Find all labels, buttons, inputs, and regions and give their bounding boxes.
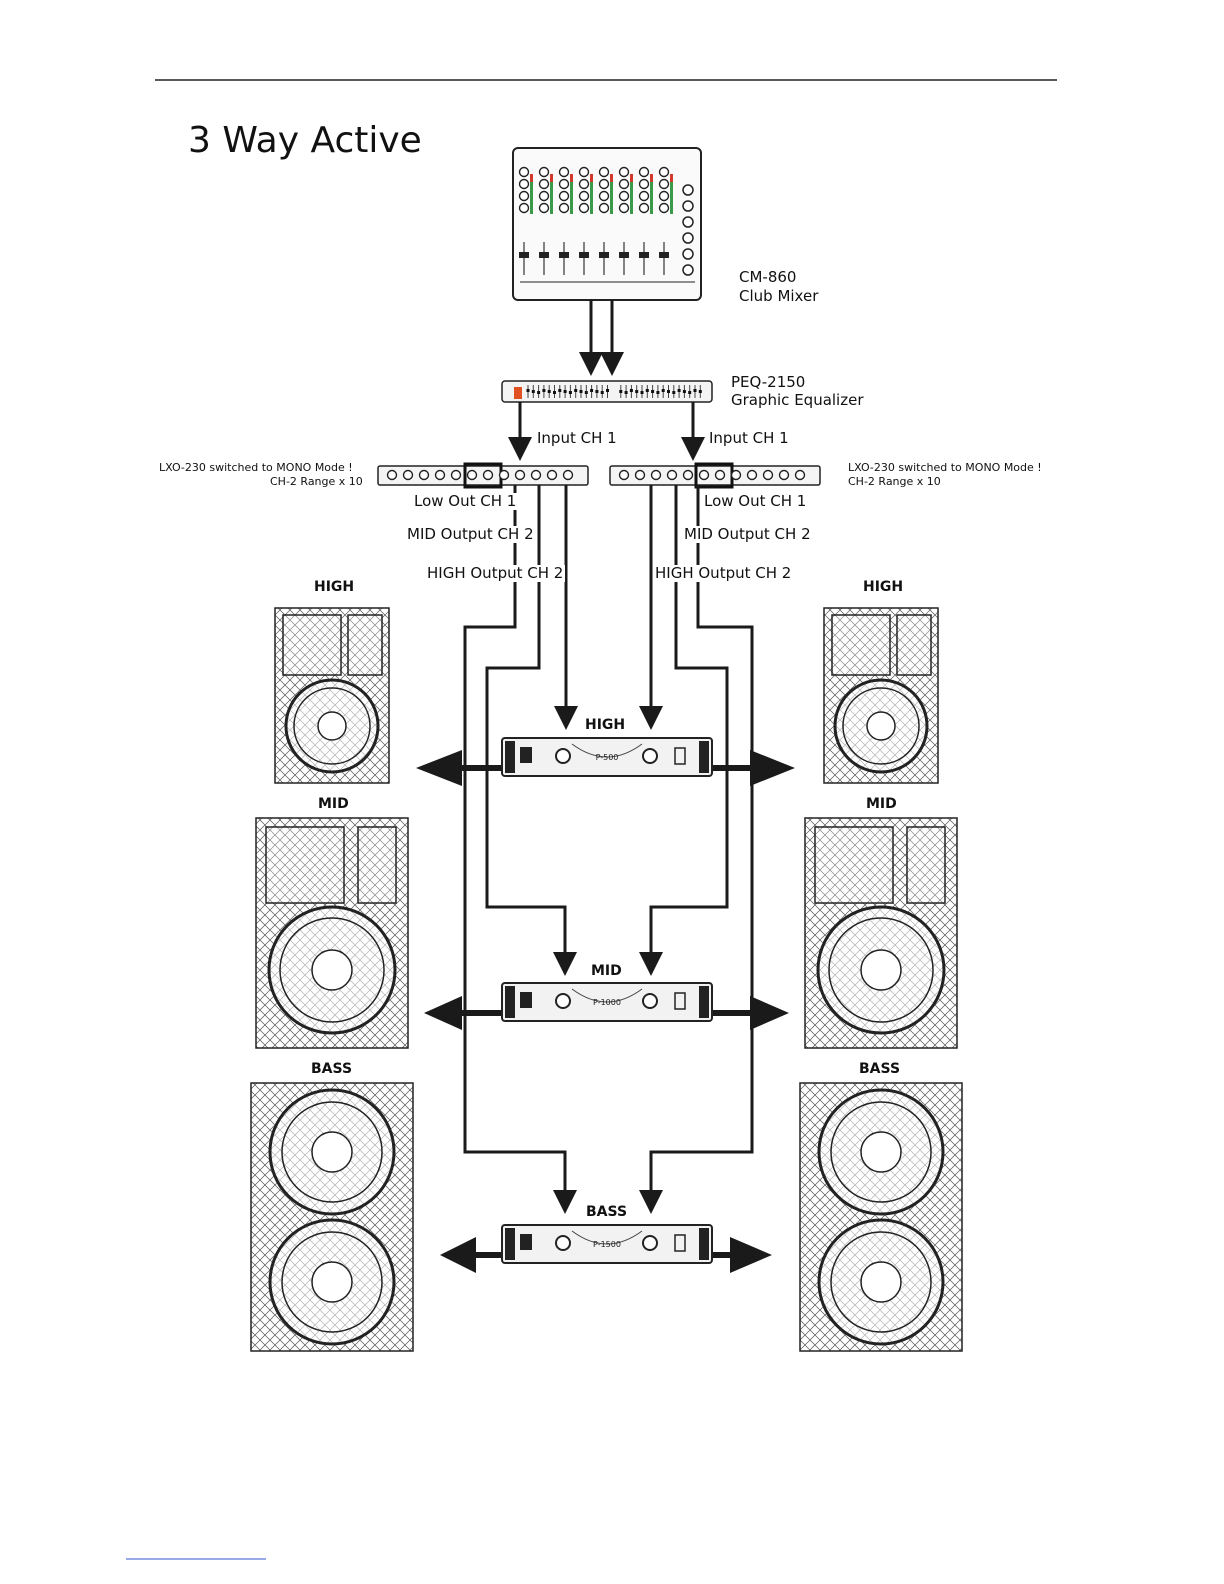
crossover-right-device: [609, 462, 821, 489]
signal-input-left: Input CH 1: [535, 429, 619, 448]
speaker-mid-left-label: MID: [318, 796, 349, 812]
amplifier-mid-label: MID: [591, 963, 622, 979]
equalizer-name: Graphic Equalizer: [731, 391, 864, 409]
signal-low-right: Low Out CH 1: [702, 492, 809, 511]
speaker-mid-right: [804, 817, 958, 1049]
speaker-high-left: [274, 607, 390, 784]
amplifier-model-label: P-1500: [593, 1240, 621, 1249]
speaker-high-left-label: HIGH: [314, 579, 355, 595]
speaker-bass-left-label: BASS: [311, 1061, 353, 1077]
amp-output-arrows: [416, 750, 795, 1273]
eq-power-indicator: [514, 387, 522, 399]
equalizer-model: PEQ-2150: [731, 373, 806, 391]
signal-high-right: HIGH Output CH 2: [653, 564, 794, 583]
speaker-high-right-label: HIGH: [863, 579, 904, 595]
speaker-high-right: [823, 607, 939, 784]
amplifier-bass: P-1500: [501, 1224, 713, 1264]
crossover-right-note-2: CH-2 Range x 10: [848, 475, 941, 488]
signal-input-right: Input CH 1: [707, 429, 791, 448]
signal-mid-left: MID Output CH 2: [405, 525, 536, 544]
speaker-bass-left: [250, 1082, 414, 1352]
equalizer-device: [501, 380, 713, 403]
crossover-left-note-1: LXO-230 switched to MONO Mode !: [159, 461, 353, 474]
page-title: 3 Way Active: [188, 120, 422, 161]
signal-high-left: HIGH Output CH 2: [425, 564, 566, 583]
speaker-mid-left: [255, 817, 409, 1049]
amplifier-model-label: P-1000: [593, 998, 621, 1007]
signal-mid-right: MID Output CH 2: [682, 525, 813, 544]
mixer-name: Club Mixer: [739, 287, 819, 305]
signal-wires: [463, 300, 754, 1214]
crossover-left-device: [377, 462, 589, 489]
amplifier-high-label: HIGH: [585, 717, 626, 733]
speaker-bass-right: [799, 1082, 963, 1352]
mixer-device: [512, 147, 702, 301]
amplifier-model-label: P-500: [596, 753, 619, 762]
speaker-mid-right-label: MID: [866, 796, 897, 812]
speaker-bass-right-label: BASS: [859, 1061, 901, 1077]
mixer-model: CM-860: [739, 268, 797, 286]
amplifier-bass-label: BASS: [586, 1204, 628, 1220]
signal-low-left: Low Out CH 1: [412, 492, 519, 511]
amplifier-high: P-500: [501, 737, 713, 777]
amplifier-mid: P-1000: [501, 982, 713, 1022]
crossover-right-note-1: LXO-230 switched to MONO Mode !: [848, 461, 1042, 474]
crossover-left-note-2: CH-2 Range x 10: [270, 475, 363, 488]
